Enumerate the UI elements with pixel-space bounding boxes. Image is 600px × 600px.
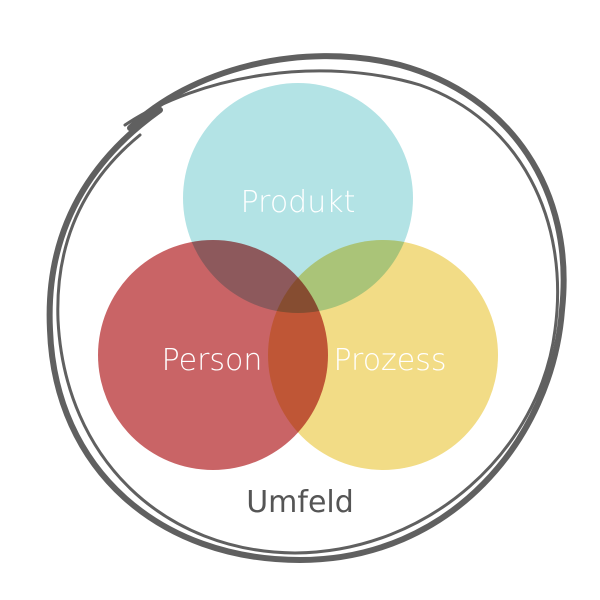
label-produkt: Produkt [241, 185, 356, 220]
label-person: Person [162, 343, 263, 378]
label-umfeld: Umfeld [246, 485, 354, 520]
set-circle-produkt [183, 83, 413, 313]
outer-hand-drawn-circle [46, 53, 567, 564]
label-prozess: Prozess [333, 343, 446, 378]
